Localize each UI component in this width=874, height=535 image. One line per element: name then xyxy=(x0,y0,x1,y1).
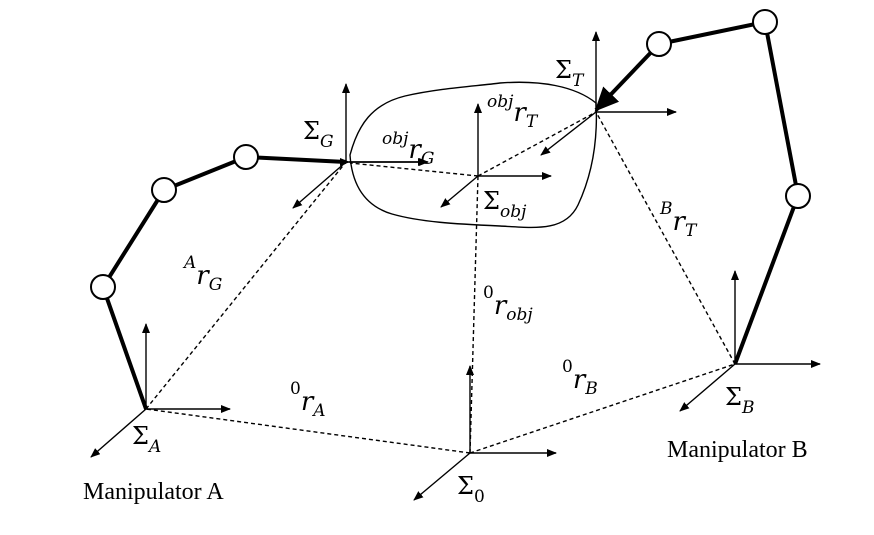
label-0-r-B: 0rB xyxy=(562,357,598,399)
label-A-r-G: ArG xyxy=(182,253,222,295)
manipulator-a xyxy=(90,144,347,410)
label-obj-r-T: objrT xyxy=(487,92,539,132)
frame-sigma-0-axes xyxy=(413,365,557,501)
label-sigma-A: ΣA xyxy=(132,422,161,457)
manipulator-b-joint xyxy=(646,31,672,57)
label-sigma-B: ΣB xyxy=(725,383,754,418)
vector-0-r-A xyxy=(145,408,471,454)
label-sigma-0: Σ0 xyxy=(457,472,485,507)
manipulator-a-joint xyxy=(90,274,116,300)
label-sigma-G: ΣG xyxy=(303,117,334,152)
manipulator-a-joint xyxy=(151,177,177,203)
frame-sigma-obj-axes xyxy=(440,103,552,208)
manipulator-b-links xyxy=(658,19,801,365)
vector-0-r-obj xyxy=(469,175,479,454)
frame-sigma-B-axes xyxy=(679,270,821,412)
vector-A-r-G xyxy=(145,161,347,410)
manipulator-a-links xyxy=(100,154,347,410)
vector-obj-r-T xyxy=(477,111,597,177)
caption-manipulator-b: Manipulator B xyxy=(667,437,808,463)
manipulator-b-joint xyxy=(785,183,811,209)
manipulator-b-end-effector-arrow xyxy=(594,42,661,112)
label-sigma-T: ΣT xyxy=(555,56,585,91)
label-0-r-A: 0rA xyxy=(290,379,326,421)
label-0-r-obj: 0robj xyxy=(483,283,533,325)
manipulator-b xyxy=(594,9,811,365)
vector-0-r-B xyxy=(469,363,736,454)
object-outline xyxy=(349,81,598,229)
caption-manipulator-a: Manipulator A xyxy=(83,479,224,505)
frame-sigma-A-axes xyxy=(90,323,231,458)
vector-B-r-T xyxy=(595,111,736,365)
label-B-r-T: BrT xyxy=(659,199,698,241)
label-obj-r-G: objrG xyxy=(382,129,434,169)
label-sigma-obj: Σobj xyxy=(483,187,527,222)
frame-sigma-T-axes xyxy=(540,31,677,156)
manipulator-b-joint xyxy=(752,9,778,35)
manipulator-a-joint xyxy=(233,144,259,170)
